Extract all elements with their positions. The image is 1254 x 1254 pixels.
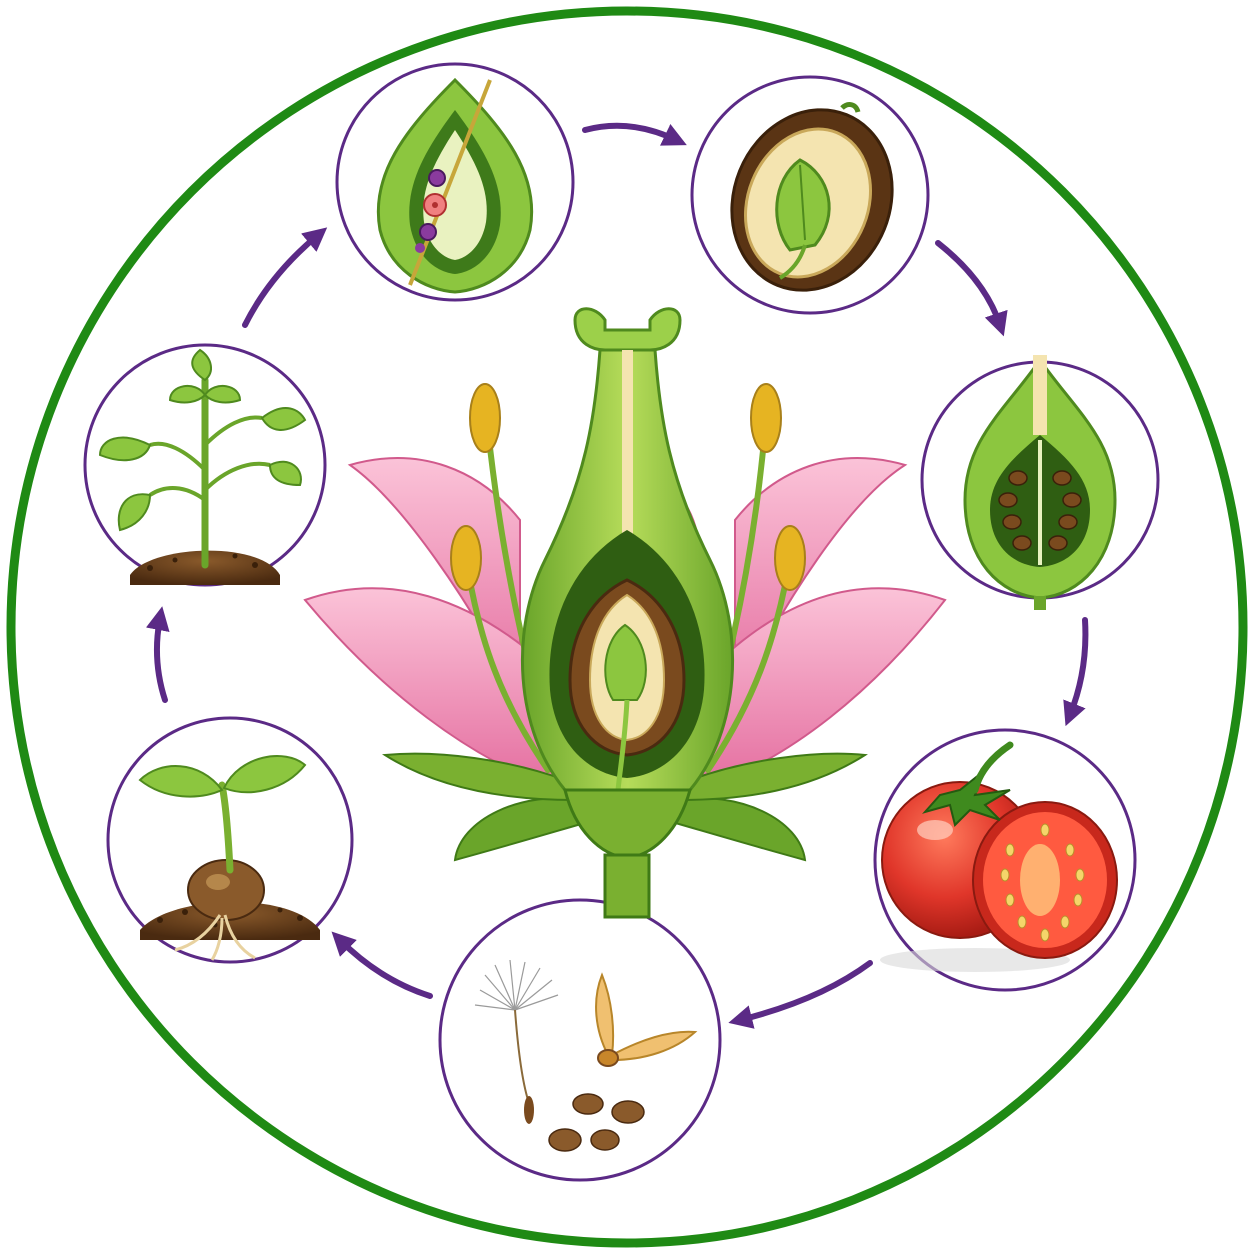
- seed-embryo-icon: [730, 102, 894, 292]
- arrow-5: [331, 931, 433, 999]
- stage-young-plant: [83, 343, 327, 587]
- anther-group: [450, 383, 806, 591]
- stage-ovary-with-seeds: [920, 355, 1160, 610]
- flower-cross-section: [303, 307, 947, 919]
- young-plant-icon: [98, 348, 307, 585]
- tomato-icon: [880, 741, 1118, 972]
- stage-fertilization: [335, 62, 575, 302]
- arrow-7: [242, 227, 328, 328]
- cycle-arrows: [145, 122, 1089, 1029]
- germinating-seed-icon: [138, 755, 320, 961]
- stage-fruit: [873, 728, 1137, 992]
- flower-cross-section-icon: [303, 307, 947, 919]
- ovary-cross-section-icon: [963, 355, 1117, 610]
- dispersal-seeds-icon: [474, 959, 698, 1152]
- arrow-1: [582, 122, 687, 146]
- arrow-3: [1063, 617, 1089, 727]
- outer-ring: [6, 6, 1248, 1248]
- stage-seed-formation: [690, 75, 930, 315]
- arrow-6: [145, 606, 170, 703]
- ovule-fertilization-icon: [376, 77, 534, 294]
- stage-germination: [106, 716, 354, 964]
- stage-seed-dispersal: [438, 898, 722, 1182]
- arrow-4: [728, 960, 873, 1029]
- arrow-2: [935, 240, 1008, 337]
